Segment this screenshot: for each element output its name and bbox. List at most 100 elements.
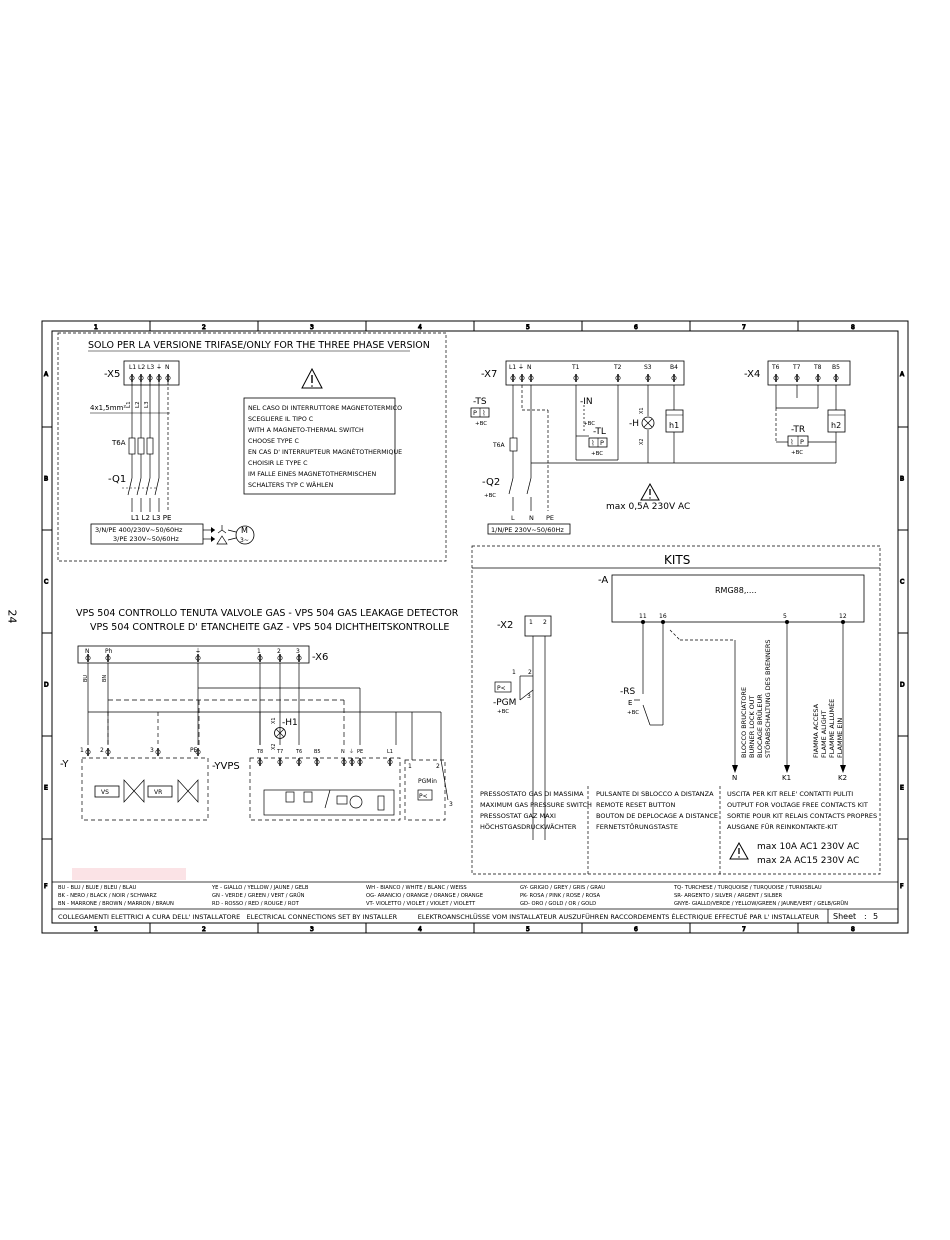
pgmin-p: P< [419,793,428,800]
x5-terminal-2: L3 [147,364,154,371]
grid-col-bottom-2: 2 [202,926,206,933]
ts-label: -TS [473,397,487,407]
h2-label: h2 [831,421,841,430]
kits-box [471,545,881,875]
x7-supply-box [487,523,571,535]
x2-label: -X2 [497,620,513,631]
warning-line-5: CHOISIR LE TYPE C [248,460,308,467]
col1-line-0: PRESSOSTATO GAS DI MASSIMA [480,790,584,798]
flame-label-2: FLAMME ALLUMÉE [827,699,836,758]
kits-max-1: max 10A AC1 230V AC [757,842,859,852]
svg-text:P: P [800,438,804,446]
grid-col-bottom-3: 3 [310,926,314,933]
grid-col-top-4: 4 [418,324,422,331]
legend-2-1: OG- ARANCIO / ORANGE / ORANGE / ORANGE [366,893,483,899]
out-n: N [732,774,737,782]
x7-terminal-block [505,360,685,386]
hour-counter-h2 [827,409,846,433]
supply-box: 3/N/PE 400/230V~50/60Hz 3/PE 230V~50/60H… [90,523,255,545]
col1-line-1: MAXIMUM GAS PRESSURE SWITCH [480,801,592,809]
warning-line-2: WITH A MAGNETO-THERMAL SWITCH [248,427,364,434]
yvps-terminal-4: N [341,749,345,755]
rmg88-device [611,574,865,623]
h-label: -H [629,419,639,429]
delta-symbol [216,535,228,545]
h1-pin-x2: X2 [271,743,277,750]
fuse-t6a [509,437,518,452]
col2-line-0: PULSANTE DI SBLOCCO A DISTANZA [596,790,714,798]
svg-text:ᚱ: ᚱ [482,409,486,417]
hour-counter-h1 [665,409,684,433]
col3-line-0: USCITA PER KIT RELE' CONTATTI PULITI [727,790,853,798]
kits-title: KITS [664,553,690,567]
sheet-sep: : [864,912,867,921]
cable-size: 4x1,5mm² [90,404,126,412]
x7-terminal-4: T2 [613,364,622,371]
tr-symbol: ᚱ P [787,435,809,447]
wire-color-bu: BU [83,675,89,682]
h1-label: h1 [669,421,679,430]
grid-row-left-B: B [44,476,48,483]
bottom-terminals: L1 L2 L3 PE [131,514,171,522]
flame-label-3: FLAMME EIN [836,718,844,758]
supply-line-1: 3/N/PE 400/230V~50/60Hz [95,526,183,534]
legend-0-0: BU - BLU / BLUE / BLEU / BLAU [58,885,137,891]
svg-text:ᚱ: ᚱ [591,439,595,447]
motor-sub: 3~ [240,537,249,544]
kits-col-pgm-desc: PRESSOSTATO GAS DI MASSIMA MAXIMUM GAS PR… [480,790,592,831]
x6-terminal-3: 1 [257,648,261,655]
valve-vr-label: VR [154,789,162,796]
lockout-label-3: STÖRABSCHALTUNG DES BRENNERS [763,639,772,758]
rmg-pin-16: 16 [659,613,667,620]
breaker-label: -Q1 [108,474,126,485]
grid-col-bottom-7: 7 [742,926,746,933]
y-valve-box [81,757,209,821]
x7-terminal-5: S3 [644,364,652,371]
footer: COLLEGAMENTI ELETTRICI A CURA DELL' INST… [58,909,878,923]
x6-label: -X6 [312,652,328,663]
x5-label: -X5 [104,369,120,380]
grid-col-top-6: 6 [634,324,638,331]
sheet-number: 5 [873,912,878,921]
grid-row-right-A: A [900,371,905,378]
vps-title-2: VPS 504 CONTROLE D' ETANCHEITE GAZ - VPS… [90,622,449,633]
grid-row-left-A: A [44,371,49,378]
yvps-terminal-0: T8 [256,749,263,755]
pgm-p: P< [497,685,506,692]
yvps-terminal-6: PE [357,749,363,755]
warning-line-6: IM FALLE EINES MAGNETOTHERMISCHEN [248,471,376,478]
grid-row-right-E: E [900,785,904,792]
pgmin-switch: PGMin 1 2 3 P< [404,759,453,821]
rmg-pin-12: 12 [839,613,847,620]
x6-terminal-1: Ph [105,648,113,655]
lockout-label-2: BLOCAGE BRÛLEUR [755,694,764,758]
yvps-box [249,757,401,821]
flame-label-1: FLAME ALIGHT [820,710,828,758]
warning-icon [301,367,323,389]
h-pin-x1: X1 [639,407,645,414]
rmg88-label: RMG88,.... [715,586,757,595]
col3-line-1: OUTPUT FOR VOLTAGE FREE CONTACTS KIT [727,801,868,809]
x4-terminal-2: T8 [813,364,822,371]
tl-symbol: ᚱ P [588,437,608,448]
x5-terminal-1: L2 [138,364,145,371]
valve-vr: VR [147,779,199,803]
grid-col-top-1: 1 [94,324,98,331]
legend-4-2: GNYE- GIALLO/VERDE / YELLOW/GREEN / JAUN… [674,900,848,907]
vps-title-1: VPS 504 CONTROLLO TENUTA VALVOLE GAS - V… [76,608,459,619]
y-terminal-0: 1 [80,747,84,754]
lamp-h-icon [641,416,655,430]
sheet-label: Sheet [833,912,856,921]
legend-2-0: WH - BIANCO / WHITE / BLANC / WEISS [366,885,467,891]
h1-label: -H1 [282,718,298,728]
tl-label: -TL [593,427,606,437]
x4-label: -X4 [744,369,760,380]
pgm-label: -PGM [493,698,516,708]
